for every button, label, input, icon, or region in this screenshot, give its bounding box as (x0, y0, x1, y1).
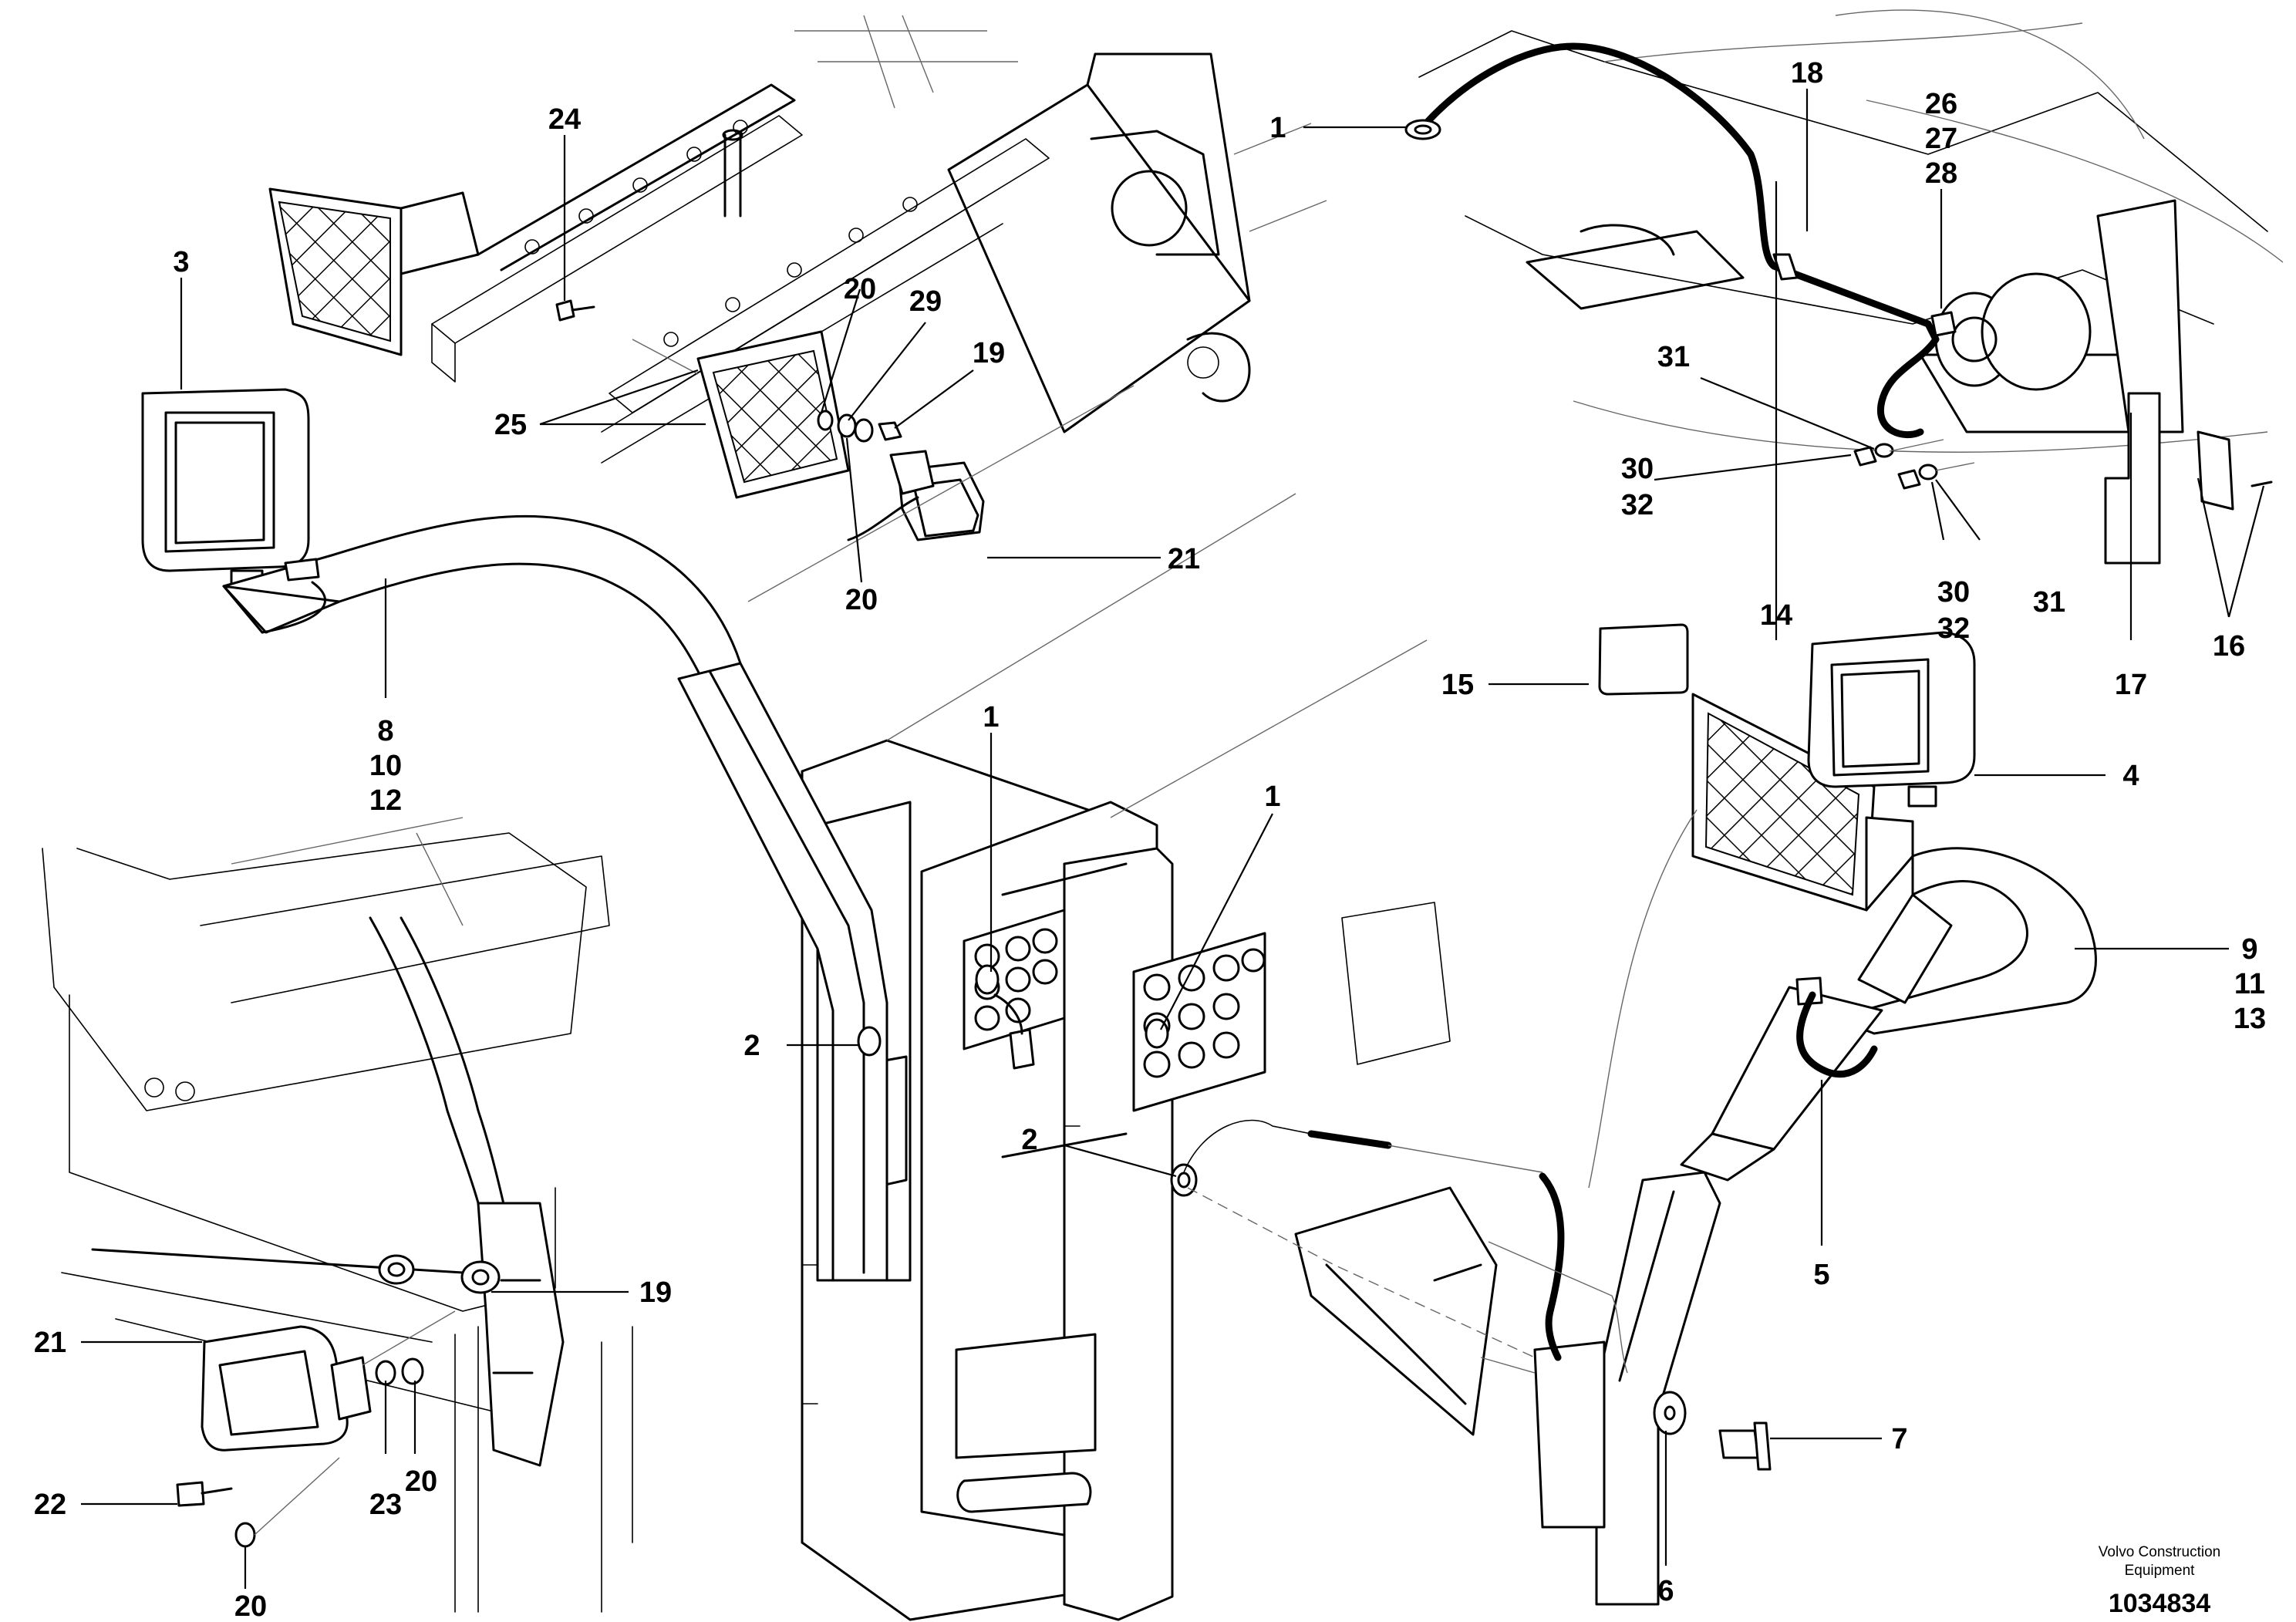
rear-fasteners (1853, 439, 1975, 490)
callout-1-center-left: 1 (983, 701, 999, 733)
callout-22: 22 (34, 1489, 66, 1521)
work-lamp-21-lower (201, 1325, 372, 1452)
callout-3: 3 (173, 246, 189, 278)
callout-32-upper: 32 (1621, 489, 1654, 521)
callout-27: 27 (1925, 123, 1957, 155)
callout-21-upper: 21 (1168, 543, 1200, 575)
callout-29: 29 (909, 285, 942, 318)
connector-block-left (963, 909, 1066, 1050)
left-support-tube (677, 662, 888, 1282)
callout-31-upper: 31 (1657, 341, 1690, 373)
brand-line-1: Volvo Construction (2099, 1544, 2220, 1560)
cab-frame-assembly (42, 817, 633, 1613)
callout-11: 11 (2234, 968, 2265, 1000)
pad-15 (1598, 623, 1689, 696)
callout-20-lower-a: 20 (405, 1465, 437, 1498)
rear-frame-assembly (1418, 9, 2284, 565)
callout-17: 17 (2115, 669, 2147, 701)
callout-10: 10 (369, 750, 402, 782)
callout-9: 9 (2241, 933, 2257, 966)
upper-frame-assembly (268, 15, 1327, 464)
callout-15: 15 (1441, 669, 1474, 701)
rear-lower-bracket (1294, 1186, 1536, 1436)
center-harness (1307, 1130, 1392, 1149)
cable-clip-18 (1772, 253, 1799, 281)
callout-19-lower: 19 (639, 1276, 672, 1309)
counterweight-block (801, 493, 1428, 1621)
document-number: 1034834 (2109, 1589, 2210, 1618)
callout-1-rear-grommet: 1 (1269, 112, 1286, 144)
callout-23: 23 (369, 1489, 402, 1521)
work-lamp-4 (1807, 631, 1976, 808)
callout-20-lower-b: 20 (234, 1590, 267, 1622)
leader-lines (81, 89, 2265, 1589)
callout-30-upper: 30 (1621, 453, 1654, 485)
rear-hitch-pin (1919, 199, 2184, 565)
brand-line-2: Equipment (2125, 1563, 2196, 1579)
step-plate-25 (632, 330, 850, 499)
work-lamp-21-upper (747, 385, 1135, 602)
callout-28: 28 (1925, 157, 1957, 190)
callout-5: 5 (1813, 1259, 1829, 1291)
callout-13: 13 (2234, 1003, 2266, 1035)
grommet-rear (1404, 119, 1441, 140)
fasteners-lower (176, 1310, 456, 1548)
callout-2-left: 2 (743, 1030, 760, 1062)
rear-bracket-plate (2197, 430, 2273, 511)
rear-harness (1415, 42, 1940, 439)
cable-clip-26-28 (1930, 311, 1957, 337)
fastener-stack-upper (817, 410, 902, 443)
callout-25: 25 (494, 409, 527, 441)
callout-26: 26 (1925, 88, 1957, 120)
callout-20-upper-b: 20 (845, 584, 878, 616)
callout-21-lower: 21 (34, 1327, 66, 1359)
drawing-footer: Volvo Construction Equipment 1034834 (2099, 1544, 2220, 1618)
bolt-7 (1653, 1391, 1772, 1471)
callout-32-lower: 32 (1937, 612, 1970, 645)
callout-4: 4 (2122, 760, 2139, 792)
callout-20-upper-a: 20 (844, 273, 876, 305)
callout-1-center-right: 1 (1264, 781, 1280, 813)
callout-16: 16 (2213, 630, 2245, 663)
work-lamp-3 (141, 388, 310, 588)
step-plate-upper (268, 187, 480, 356)
step-plate-14 (1691, 693, 1914, 912)
callout-2-right: 2 (1021, 1124, 1037, 1156)
callout-12: 12 (369, 784, 402, 817)
callout-19-upper: 19 (973, 337, 1005, 369)
callout-7: 7 (1891, 1423, 1907, 1455)
lamp-bracket-right (1680, 847, 2097, 1182)
callout-24: 24 (548, 103, 581, 136)
callout-6: 6 (1657, 1575, 1674, 1607)
callout-30-lower: 30 (1937, 576, 1970, 609)
callout-18: 18 (1791, 57, 1823, 89)
right-support-tube (1533, 1171, 1721, 1606)
connector-plug-center (1009, 1028, 1035, 1070)
callout-labels: 1 18 26 27 28 31 30 32 30 32 31 17 16 15… (34, 57, 2266, 1622)
callout-14: 14 (1760, 599, 1792, 632)
callout-31-lower: 31 (2033, 586, 2065, 619)
right-lamp-cable (1796, 991, 1878, 1078)
callout-8: 8 (377, 715, 393, 747)
bolt-24 (555, 299, 595, 322)
